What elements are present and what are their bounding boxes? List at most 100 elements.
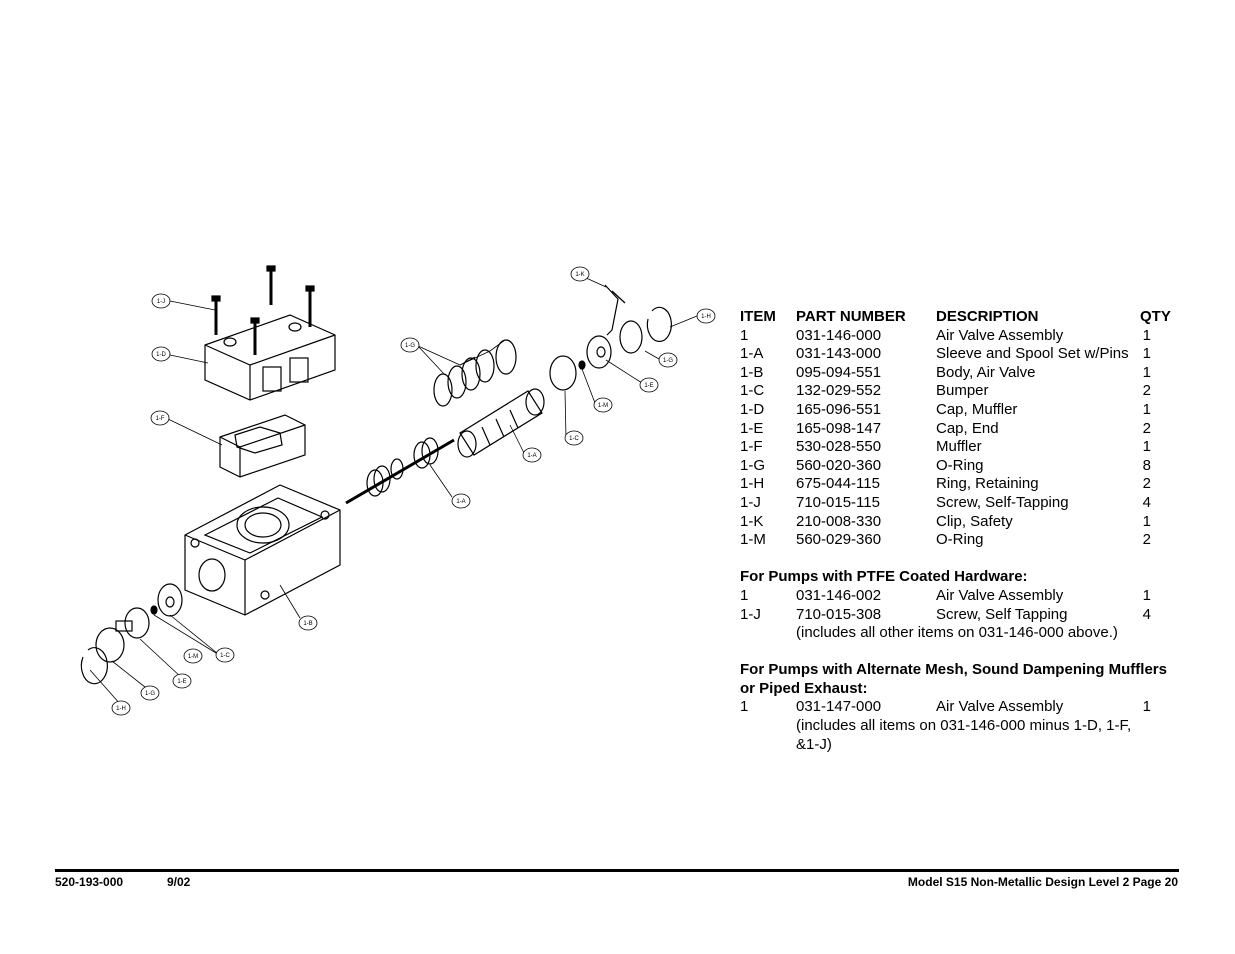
o-rings (433, 339, 517, 407)
header-qty: QTY (1140, 308, 1171, 325)
callout-1-a-2: 1-A (456, 499, 465, 505)
footer-rule (55, 869, 1179, 872)
cell-part-number: 031-143-000 (796, 345, 882, 363)
alternate-heading-line2: or Piped Exhaust: (740, 679, 868, 697)
cell-description: Clip, Safety (936, 512, 1013, 530)
cell-qty: 1 (1142, 512, 1151, 530)
cell-qty: 8 (1142, 456, 1151, 474)
cell-part-number: 095-094-551 (796, 363, 882, 381)
cell-qty: 2 (1142, 419, 1151, 437)
spool (345, 437, 455, 505)
parts-table-header: ITEM PART NUMBER DESCRIPTION QTY (740, 308, 1190, 327)
table-row: 1-C 132-029-552 Bumper 2 (740, 382, 1190, 401)
left-end-parts (80, 583, 183, 685)
callout-1-m: 1-M (598, 403, 608, 409)
sleeve (457, 388, 545, 458)
callout-1-g-2: 1-G (663, 358, 673, 364)
cell-description: Body, Air Valve (936, 363, 1036, 381)
alternate-heading-line1: For Pumps with Alternate Mesh, Sound Dam… (740, 661, 1167, 679)
cell-item: 1-J (740, 605, 761, 623)
cell-qty: 2 (1142, 382, 1151, 400)
cell-qty: 1 (1142, 363, 1151, 381)
alternate-table-body: 1 031-147-000 Air Valve Assembly 1 (740, 698, 1190, 717)
cell-item: 1-B (740, 363, 764, 381)
cell-item: 1 (740, 326, 749, 344)
header-description: DESCRIPTION (936, 308, 1039, 325)
table-row: 1-D 165-096-551 Cap, Muffler 1 (740, 401, 1190, 420)
cell-item: 1-G (740, 456, 766, 474)
callout-1-c-2: 1-C (220, 653, 230, 659)
alternate-note: (includes all items on 031-146-000 minus… (796, 717, 1132, 753)
header-part-number: PART NUMBER (796, 308, 906, 325)
parts-list: ITEM PART NUMBER DESCRIPTION QTY 1 031-14… (740, 308, 1190, 754)
cell-description: Air Valve Assembly (936, 586, 1064, 604)
right-end-parts (549, 284, 672, 391)
cell-part-number: 710-015-308 (796, 605, 882, 623)
table-row: 1-G 560-020-360 O-Ring 8 (740, 457, 1190, 476)
callout-1-j: 1-J (157, 299, 165, 305)
cell-description: Screw, Self-Tapping (936, 493, 1069, 511)
leader-lines (89, 276, 698, 706)
table-row: 1-A 031-143-000 Sleeve and Spool Set w/Pin… (740, 345, 1190, 364)
exploded-parts-diagram: 1-J 1-D 1-F 1-G 1-K 1-H 1-G 1-E 1-M 1-C … (80, 265, 716, 716)
callout-1-e-2: 1-E (177, 679, 186, 685)
ptfe-heading: For Pumps with PTFE Coated Hardware: (740, 568, 1028, 586)
cell-part-number: 210-008-330 (796, 512, 882, 530)
callout-1-g: 1-G (405, 343, 415, 349)
cell-description: Air Valve Assembly (936, 698, 1064, 716)
cell-item: 1-M (740, 531, 766, 549)
cell-part-number: 031-146-000 (796, 326, 882, 344)
cell-item: 1-C (740, 382, 765, 400)
cell-qty: 1 (1142, 326, 1151, 344)
cell-description: Sleeve and Spool Set w/Pins (936, 345, 1129, 363)
cell-part-number: 560-029-360 (796, 531, 882, 549)
cell-description: Ring, Retaining (936, 475, 1039, 493)
header-item: ITEM (740, 308, 776, 325)
callouts: 1-J 1-D 1-F 1-G 1-K 1-H 1-G 1-E 1-M 1-C … (111, 266, 716, 716)
cell-part-number: 675-044-115 (796, 475, 880, 493)
cell-qty: 1 (1142, 586, 1151, 604)
footer-date: 9/02 (167, 875, 191, 889)
cell-qty: 4 (1142, 605, 1151, 623)
cell-qty: 2 (1142, 475, 1151, 493)
cell-qty: 1 (1142, 400, 1151, 418)
cell-part-number: 031-147-000 (796, 698, 882, 716)
cell-part-number: 132-029-552 (796, 382, 882, 400)
ptfe-note: (includes all other items on 031-146-000… (796, 624, 1118, 642)
cell-part-number: 165-096-551 (796, 400, 882, 418)
callout-1-h: 1-H (701, 314, 711, 320)
callout-1-a: 1-A (527, 453, 536, 459)
cell-description: O-Ring (936, 456, 984, 474)
cell-item: 1-D (740, 400, 765, 418)
callout-1-d: 1-D (156, 352, 166, 358)
muffler-cap (204, 314, 336, 401)
cell-qty: 4 (1142, 493, 1151, 511)
cell-description: Bumper (936, 382, 989, 400)
cell-qty: 1 (1142, 345, 1151, 363)
callout-1-e: 1-E (644, 383, 653, 389)
table-row: 1-B 095-094-551 Body, Air Valve 1 (740, 364, 1190, 383)
cell-part-number: 560-020-360 (796, 456, 882, 474)
footer-page-title: Model S15 Non-Metallic Design Level 2 Pa… (907, 875, 1178, 889)
cell-part-number: 530-028-550 (796, 438, 882, 456)
cell-item: 1-A (740, 345, 764, 363)
cell-description: Cap, Muffler (936, 400, 1018, 418)
cell-qty: 1 (1142, 698, 1151, 716)
footer-doc-number: 520-193-000 (55, 875, 124, 889)
cell-part-number: 710-015-115 (796, 493, 880, 511)
cell-part-number: 165-098-147 (796, 419, 882, 437)
callout-1-c: 1-C (569, 436, 579, 442)
table-row: 1-J 710-015-115 Screw, Self-Tapping 4 (740, 494, 1190, 513)
cell-item: 1 (740, 698, 749, 716)
cell-item: 1-J (740, 493, 761, 511)
callout-1-f: 1-F (156, 416, 165, 422)
